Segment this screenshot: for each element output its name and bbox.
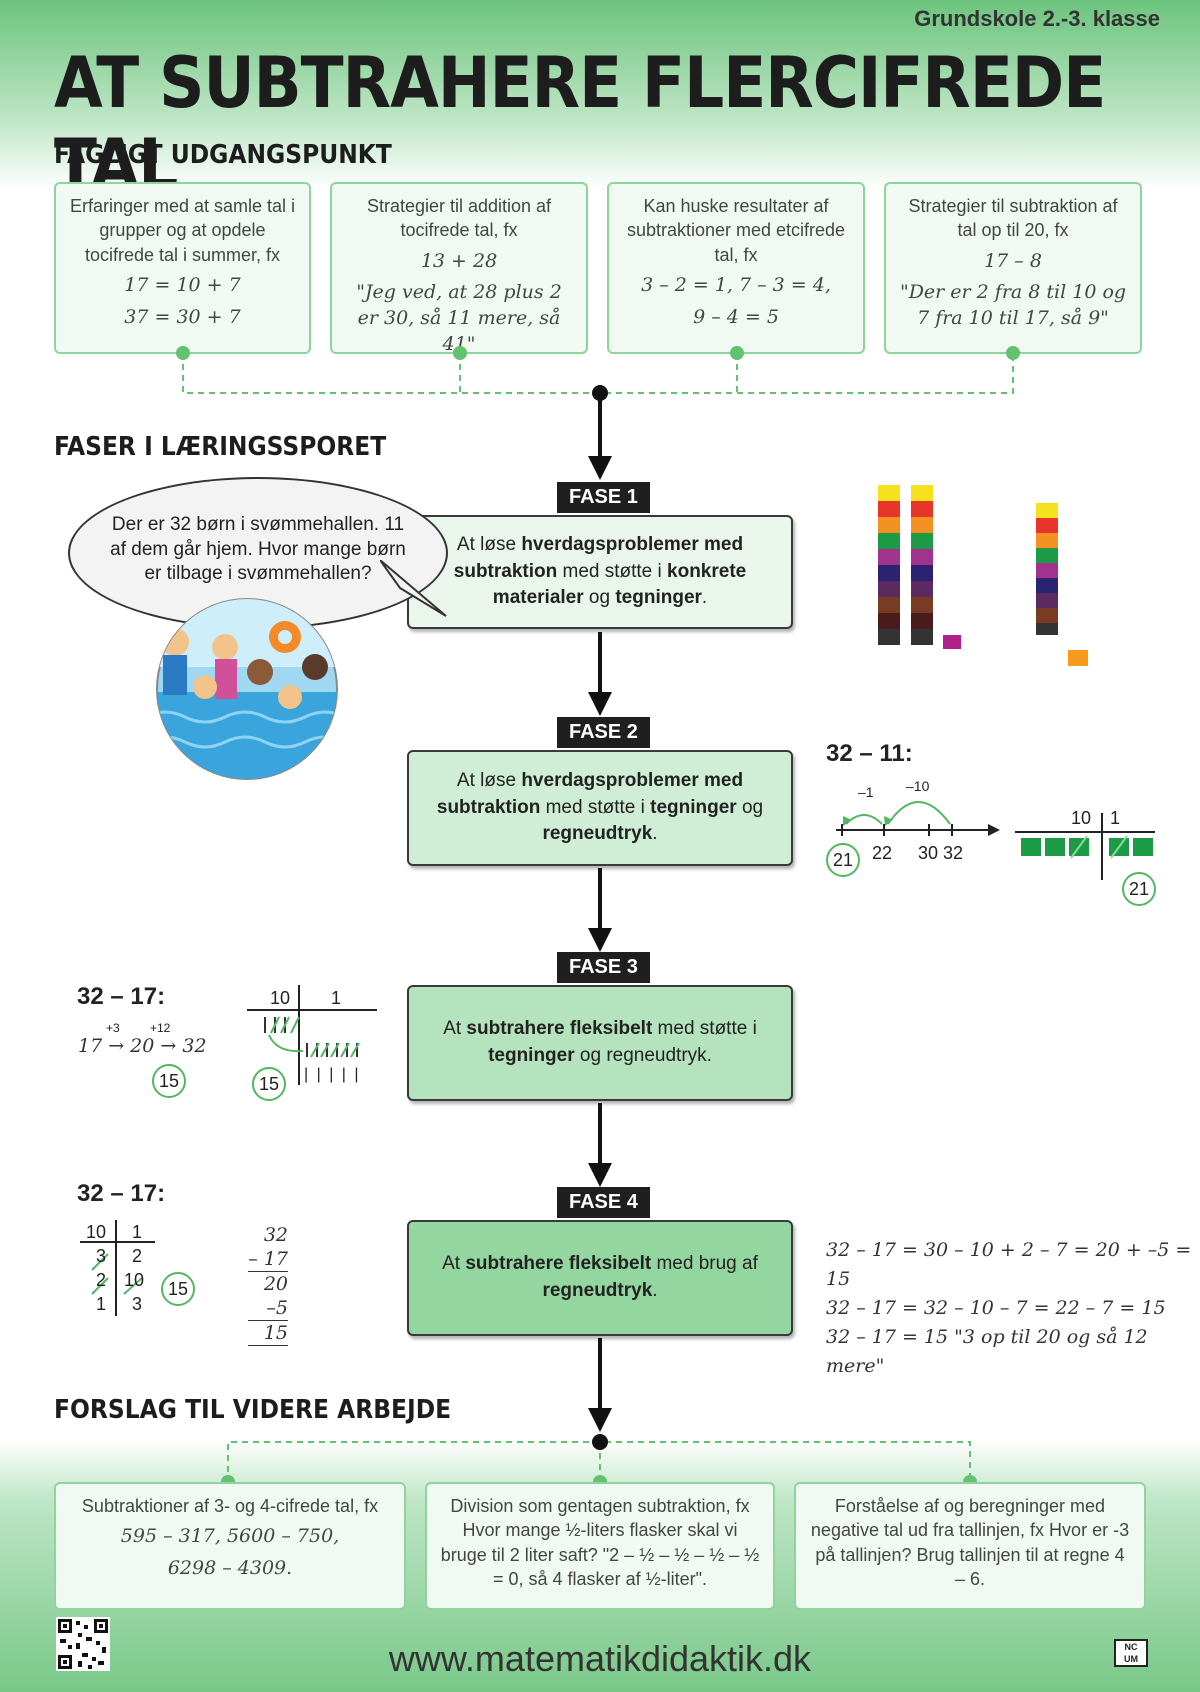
pv-cell: 3 (96, 1246, 107, 1266)
start-box-example: "Jeg ved, at 28 plus 2 er 30, så 11 mere… (356, 281, 562, 355)
qr-code[interactable] (56, 1617, 110, 1671)
start-box-1: Erfaringer med at samle tal i grupper og… (54, 182, 311, 354)
start-box-text: Kan huske resultater af subtraktioner me… (626, 196, 846, 265)
phase-tag-4: FASE 4 (557, 1187, 650, 1218)
step-label: +12 (150, 1021, 171, 1035)
pv-ones-label: 1 (1110, 808, 1121, 828)
pv-cell: 2 (96, 1270, 107, 1290)
column-subtraction: 32 – 17 20 –5 15 (248, 1224, 288, 1346)
pv-tens-label: 10 (1071, 808, 1092, 828)
phase-box-4: At subtrahere fleksibelt med brug af reg… (407, 1220, 793, 1336)
connector-dot (730, 346, 744, 360)
start-box-example: 17 – 8 (984, 249, 1042, 272)
place-value-blocks (1015, 813, 1155, 880)
grade-label: Grundskole 2.-3. klasse (914, 6, 1160, 31)
equation-line: 32 – 17 = 30 – 10 + 2 – 7 = 20 + –5 = 15 (826, 1239, 1192, 1290)
tick-label: 32 (943, 843, 964, 863)
tick-label: 22 (872, 843, 893, 863)
start-box-example: 13 + 28 (420, 249, 498, 272)
equation-line: 32 – 17 = 15 "3 op til 20 og så 12 mere" (826, 1326, 1148, 1377)
further-box-2: Division som gentagen subtraktion, fx Hv… (425, 1482, 775, 1610)
pv-cell: 10 (124, 1270, 145, 1290)
section-heading-phases: FASER I LÆRINGSSPORET (54, 432, 387, 462)
start-box-2: Strategier til addition af tocifrede tal… (330, 182, 588, 355)
section-heading-further: FORSLAG TIL VIDERE ARBEJDE (54, 1395, 452, 1425)
place-value-tally (247, 985, 377, 1085)
start-box-text: Strategier til subtraktion af tal op til… (908, 196, 1118, 241)
pv-tens-label: 10 (270, 988, 291, 1008)
further-box-text: Subtraktioner af 3- og 4-cifrede tal, fx (81, 1496, 379, 1516)
result-circle: 21 (1122, 872, 1156, 906)
pv-ones-label: 1 (132, 1222, 143, 1242)
connector-dot (1006, 346, 1020, 360)
pv-cell: 2 (132, 1246, 143, 1266)
result-circle: 15 (252, 1067, 286, 1101)
fase4-example-heading: 32 – 17: (77, 1180, 166, 1207)
pv-cell: 1 (96, 1294, 107, 1314)
phase-tag-1: FASE 1 (557, 482, 650, 513)
jump-label: –1 (858, 784, 874, 800)
pv-cell: 3 (132, 1294, 143, 1314)
fase3-example-heading: 32 – 17: (77, 983, 166, 1010)
phase-tag-3: FASE 3 (557, 952, 650, 983)
result-circle: 15 (161, 1272, 195, 1306)
start-box-example: 9 – 4 = 5 (693, 305, 779, 328)
start-box-3: Kan huske resultater af subtraktioner me… (607, 182, 865, 354)
phase-text: At subtrahere fleksibelt med brug af reg… (442, 1253, 758, 1301)
result-circle: 15 (152, 1064, 186, 1098)
phase-text: At subtrahere fleksibelt med støtte i te… (443, 1018, 757, 1066)
equations: 32 – 17 = 30 – 10 + 2 – 7 = 20 + –5 = 15… (826, 1236, 1200, 1381)
start-box-example: 37 = 30 + 7 (124, 305, 241, 328)
further-box-3: Forståelse af og beregninger med negativ… (794, 1482, 1146, 1610)
step-label: +3 (106, 1021, 120, 1035)
phase-text: At løse hverdagsproblemer med subtraktio… (436, 770, 764, 845)
connector-dot (453, 346, 467, 360)
tally-marks: | | | | | (304, 1066, 361, 1083)
further-box-1: Subtraktioner af 3- og 4-cifrede tal, fx… (54, 1482, 406, 1610)
junction-dot (592, 1434, 608, 1450)
further-box-text: Forståelse af og beregninger med negativ… (810, 1496, 1130, 1589)
start-box-text: Strategier til addition af tocifrede tal… (366, 196, 552, 241)
phase-tag-2: FASE 2 (557, 717, 650, 748)
connector-dot (176, 346, 190, 360)
start-box-example: 17 = 10 + 7 (124, 273, 241, 296)
website-link[interactable]: www.matematikdidaktik.dk (388, 1638, 812, 1679)
page-title: AT SUBTRAHERE FLERCIFREDE TAL (54, 42, 1106, 206)
bubble-tail (380, 560, 447, 617)
start-box-4: Strategier til subtraktion af tal op til… (884, 182, 1142, 354)
swimming-pool-illustration (156, 598, 338, 780)
jump-label: –10 (906, 778, 930, 794)
start-box-text: Erfaringer med at samle tal i grupper og… (69, 196, 296, 265)
pv-tens-label: 10 (86, 1222, 107, 1242)
cube-towers-illustration (878, 485, 1088, 666)
place-value-grid (80, 1220, 155, 1316)
tick-label: 30 (918, 843, 939, 863)
result-circle: 21 (826, 843, 860, 877)
equation-line: 32 – 17 = 32 – 10 – 7 = 22 – 7 = 15 (826, 1297, 1166, 1319)
phase-box-2: At løse hverdagsproblemer med subtraktio… (407, 750, 793, 866)
number-line (836, 801, 1000, 836)
phase-text: At løse hverdagsproblemer med subtraktio… (453, 534, 747, 609)
phase-box-3: At subtrahere fleksibelt med støtte i te… (407, 985, 793, 1101)
fase2-example-heading: 32 – 11: (826, 740, 913, 767)
start-box-example: 3 – 2 = 1, 7 – 3 = 4, (641, 273, 831, 296)
further-box-example: 595 – 317, 5600 – 750, (120, 1525, 340, 1548)
junction-dot (592, 385, 608, 401)
further-box-example: 6298 – 4309. (167, 1556, 293, 1579)
pv-ones-label: 1 (331, 988, 342, 1008)
bubble-text: Der er 32 børn i svømmehallen. 11 af dem… (110, 514, 406, 585)
further-box-text: Division som gentagen subtraktion, fx Hv… (440, 1496, 760, 1589)
counting-up-line: 17 → 20 → 32 (78, 1035, 207, 1057)
phase-box-1: At løse hverdagsproblemer med subtraktio… (407, 515, 793, 629)
start-box-example: "Der er 2 fra 8 til 10 og 7 fra 10 til 1… (899, 281, 1127, 329)
section-heading-start: FAGLIGT UDGANGSPUNKT (54, 140, 392, 170)
